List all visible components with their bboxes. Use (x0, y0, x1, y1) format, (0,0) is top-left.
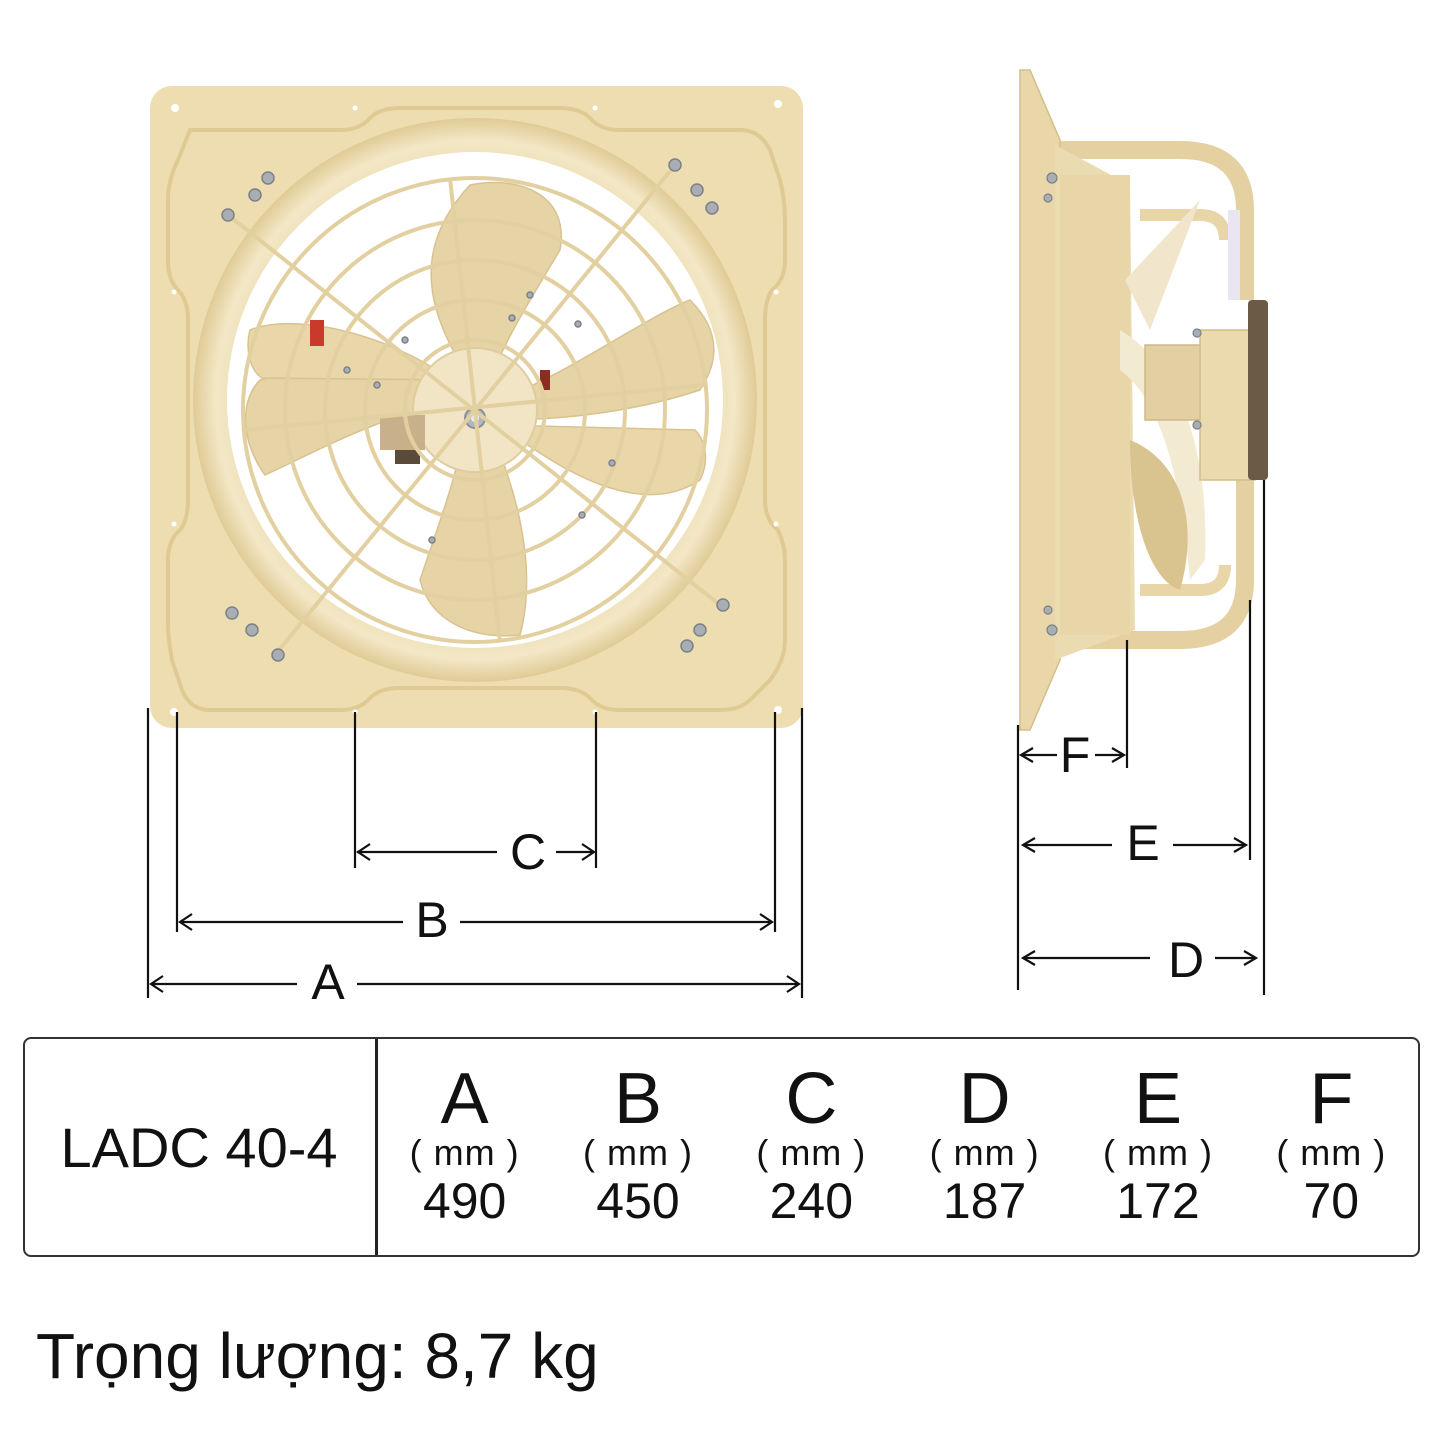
dimension-label-a: A (311, 954, 345, 1010)
side-view-diagram: F E D (980, 0, 1300, 1010)
column-letter: B (613, 1059, 662, 1139)
column-unit: ( mm ) (583, 1132, 693, 1173)
column-a: A ( mm ) 490 (378, 1039, 551, 1255)
column-value: 70 (1303, 1173, 1360, 1229)
front-view-diagram: C B A (0, 0, 840, 1010)
column-unit: ( mm ) (756, 1132, 867, 1173)
column-value: 187 (942, 1173, 1027, 1229)
column-letter: A (440, 1059, 489, 1139)
column-value: 490 (422, 1173, 507, 1229)
dimension-lines-front (146, 708, 804, 998)
column-value: 240 (769, 1173, 854, 1229)
column-letter: E (1133, 1059, 1182, 1139)
column-unit: ( mm ) (409, 1132, 520, 1173)
column-e: E ( mm ) 172 (1071, 1039, 1244, 1255)
dimension-label-d: D (1167, 932, 1205, 988)
dimension-lines-side (1016, 480, 1266, 995)
fan-side-illustration (1016, 69, 1268, 995)
column-letter: F (1309, 1059, 1354, 1139)
spec-table: LADC 40-4 A ( mm ) 490 B ( mm ) 450 C ( … (23, 1037, 1420, 1257)
dimension-label-e: E (1126, 815, 1160, 871)
dimension-label-b: B (415, 892, 449, 948)
fan-front-illustration (146, 86, 804, 998)
bolts (221, 158, 730, 662)
column-b: B ( mm ) 450 (551, 1039, 724, 1255)
column-unit: ( mm ) (1276, 1132, 1387, 1173)
column-value: 450 (596, 1173, 680, 1229)
column-letter: C (785, 1059, 838, 1139)
column-d: D ( mm ) 187 (898, 1039, 1071, 1255)
dimension-columns: A ( mm ) 490 B ( mm ) 450 C ( mm ) 240 D… (378, 1039, 1418, 1255)
weight-text: Trọng lượng: 8,7 kg (36, 1320, 599, 1392)
dimension-label-f: F (1059, 727, 1091, 783)
column-f: F ( mm ) 70 (1245, 1039, 1418, 1255)
model-name: LADC 40-4 (25, 1039, 378, 1255)
column-value: 172 (1116, 1173, 1200, 1229)
dimension-label-c: C (509, 824, 547, 880)
column-letter: D (958, 1059, 1011, 1139)
column-unit: ( mm ) (1102, 1132, 1213, 1173)
wire-guard (226, 163, 722, 657)
column-unit: ( mm ) (929, 1132, 1040, 1173)
column-c: C ( mm ) 240 (725, 1039, 898, 1255)
